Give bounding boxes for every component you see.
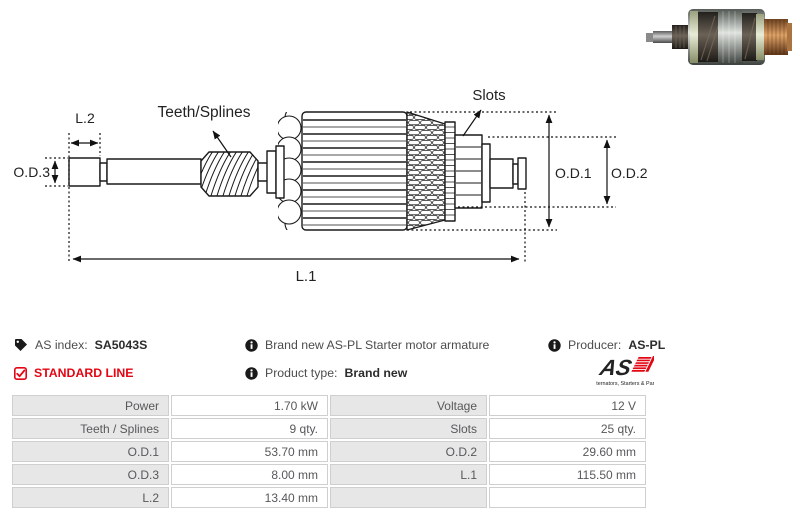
standard-line-label: STANDARD LINE [34,366,134,380]
photo-commutator [764,19,788,55]
as-index-label: AS index: [35,338,88,352]
photo-shaft-tip [646,33,656,42]
slots-leader-arrow [462,109,482,137]
info-icon [548,338,561,352]
spec-value: 29.60 mm [489,441,646,462]
commutator [454,134,483,209]
product-type-label: Product type: [265,366,338,380]
info-icon [245,366,258,380]
spec-value: 1.70 kW [171,395,328,416]
logo-text: AS [597,355,635,380]
spec-label: L.1 [330,464,487,485]
spec-label [330,487,487,508]
spec-label: Slots [330,418,487,439]
product-type-line: Product type: Brand new [245,366,407,380]
end-windings-right [406,111,446,231]
lamination-lines-thick [303,119,406,219]
dim-label-od2: O.D.2 [611,165,648,181]
spec-value [489,487,646,508]
tag-icon [15,339,27,351]
dim-label-slots: Slots [472,87,505,104]
teeth-leader-arrow [212,130,232,158]
spec-label: O.D.1 [12,441,169,462]
table-row: Teeth / Splines 9 qty. Slots 25 qty. [12,418,646,439]
dim-label-od3: O.D.3 [13,164,50,180]
table-row: L.2 13.40 mm [12,487,646,508]
product-type-value: Brand new [344,366,408,380]
as-pl-logo: AS Alternators, Starters & Parts [596,355,654,387]
standard-line: STANDARD LINE [14,366,134,380]
spec-label: Teeth / Splines [12,418,169,439]
spec-table: Power 1.70 kW Voltage 12 V Teeth / Splin… [10,393,648,510]
producer-value: AS-PL [628,338,666,352]
spec-label: O.D.2 [330,441,487,462]
lamination-lines-thin [303,126,406,226]
logo-caption: Alternators, Starters & Parts [596,381,654,387]
spec-value: 12 V [489,395,646,416]
spec-value: 13.40 mm [171,487,328,508]
dim-label-l1: L.1 [296,268,317,285]
spec-value: 9 qty. [171,418,328,439]
table-row: Power 1.70 kW Voltage 12 V [12,395,646,416]
product-photo[interactable] [645,4,795,68]
photo-shaft [653,31,675,43]
spec-value: 53.70 mm [171,441,328,462]
spec-value: 115.50 mm [489,464,646,485]
producer-line: Producer: AS-PL [548,338,665,352]
as-index-value: SA5043S [94,338,148,352]
dim-label-od1: O.D.1 [555,165,592,181]
table-row: O.D.3 8.00 mm L.1 115.50 mm [12,464,646,485]
dim-label-l2: L.2 [75,110,95,126]
armature-outline [68,111,527,231]
spec-value: 8.00 mm [171,464,328,485]
as-index-line: AS index: SA5043S [14,338,147,352]
spec-label: Voltage [330,395,487,416]
armature-technical-drawing: Teeth/Splines Slots L.2 O.D.3 O.D.1 O.D.… [13,87,648,285]
armature-core [301,111,408,231]
spec-value: 25 qty. [489,418,646,439]
producer-label: Producer: [568,338,622,352]
spline-hatching [201,152,258,196]
dim-label-teeth-splines: Teeth/Splines [157,104,250,121]
checkbox-icon [14,366,27,380]
dimension-lines [45,109,616,263]
info-icon [245,338,258,352]
description-line: Brand new AS-PL Starter motor armature [245,338,489,352]
spec-label: Power [12,395,169,416]
description-text: Brand new AS-PL Starter motor armature [265,338,490,352]
spec-label: L.2 [12,487,169,508]
spec-label: O.D.3 [12,464,169,485]
table-row: O.D.1 53.70 mm O.D.2 29.60 mm [12,441,646,462]
